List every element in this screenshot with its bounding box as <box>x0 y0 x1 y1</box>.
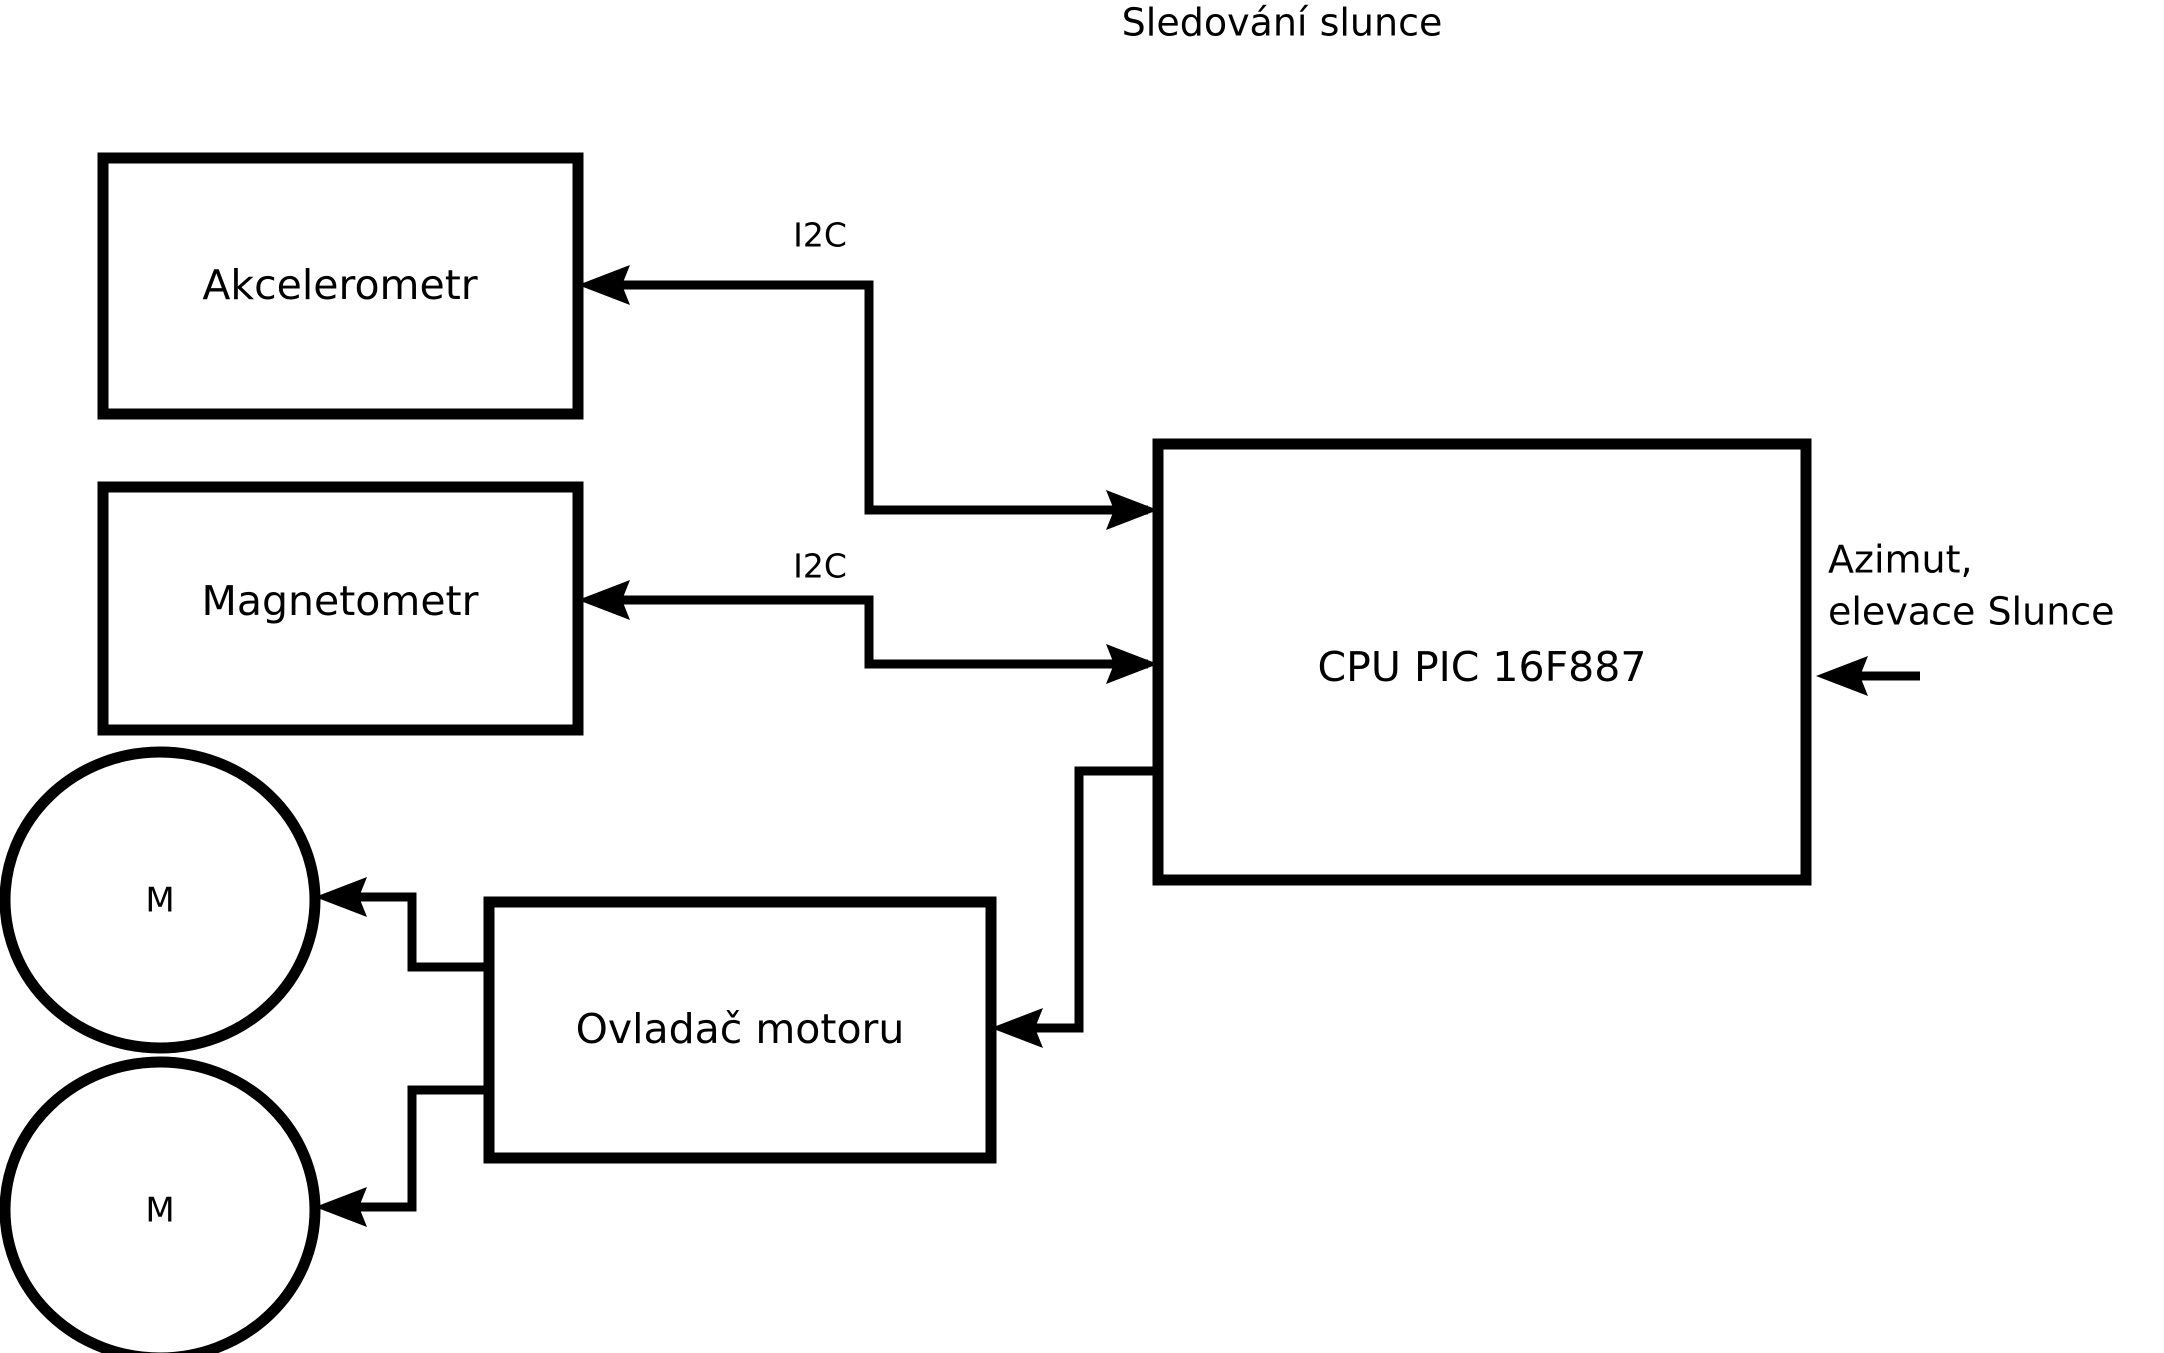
arrowhead-into-motor-2 <box>315 1187 367 1227</box>
arrowhead-into-cpu-upper <box>1106 490 1158 530</box>
page-title: Sledování slunce <box>1122 1 1443 45</box>
motor-1-label: M <box>145 881 174 921</box>
magnetometer-box[interactable] <box>97 481 584 736</box>
connector-motor-driver-motor-1 <box>315 877 489 972</box>
arrowhead-into-motor-1 <box>315 877 367 917</box>
wire-path <box>347 892 489 972</box>
io-label-line-2: elevace Slunce <box>1828 590 2115 634</box>
connector-cpu-accelerometer <box>578 265 1158 530</box>
arrowhead-into-magnetometer <box>578 580 630 620</box>
node-accelerometer[interactable]: Akcelerometr <box>97 152 584 420</box>
cpu-label: CPU PIC 16F887 <box>1318 643 1647 691</box>
arrowhead-into-cpu-lower <box>1106 644 1158 684</box>
accelerometer-box[interactable] <box>97 152 584 420</box>
edge-label-i2c-magnetometer: I2C <box>793 547 847 586</box>
wire-path <box>1023 766 1163 1033</box>
magnetometer-label: Magnetometr <box>202 577 479 625</box>
node-magnetometer[interactable]: Magnetometr <box>97 481 584 736</box>
motor-2-label: M <box>145 1191 174 1231</box>
cpu-box[interactable] <box>1152 438 1812 886</box>
connector-motor-driver-motor-2 <box>315 1085 489 1227</box>
arrowhead-into-accelerometer <box>578 265 630 305</box>
node-cpu[interactable]: CPU PIC 16F887 <box>1152 438 1812 886</box>
wire-path <box>610 595 1148 669</box>
io-label-line-1: Azimut, <box>1828 538 1973 582</box>
connector-cpu-magnetometer <box>578 580 1158 684</box>
wire-path <box>347 1085 489 1212</box>
connector-sun-input-cpu <box>1816 656 1920 696</box>
motor-driver-label: Ovladač motoru <box>576 1005 905 1053</box>
connector-cpu-motor-driver <box>991 766 1163 1048</box>
motor-1-circle[interactable] <box>0 746 321 1054</box>
node-motor-2[interactable]: M <box>0 1056 321 1353</box>
motor-2-circle[interactable] <box>0 1056 321 1353</box>
accelerometer-label: Akcelerometr <box>202 261 477 309</box>
node-motor-driver[interactable]: Ovladač motoru <box>483 896 997 1164</box>
edge-label-i2c-accelerometer: I2C <box>793 216 847 255</box>
motor-driver-box[interactable] <box>483 896 997 1164</box>
arrowhead-into-cpu-right <box>1816 656 1868 696</box>
wire-path <box>610 280 1148 515</box>
arrowhead-into-motor-driver <box>991 1008 1043 1048</box>
node-motor-1[interactable]: M <box>0 746 321 1054</box>
